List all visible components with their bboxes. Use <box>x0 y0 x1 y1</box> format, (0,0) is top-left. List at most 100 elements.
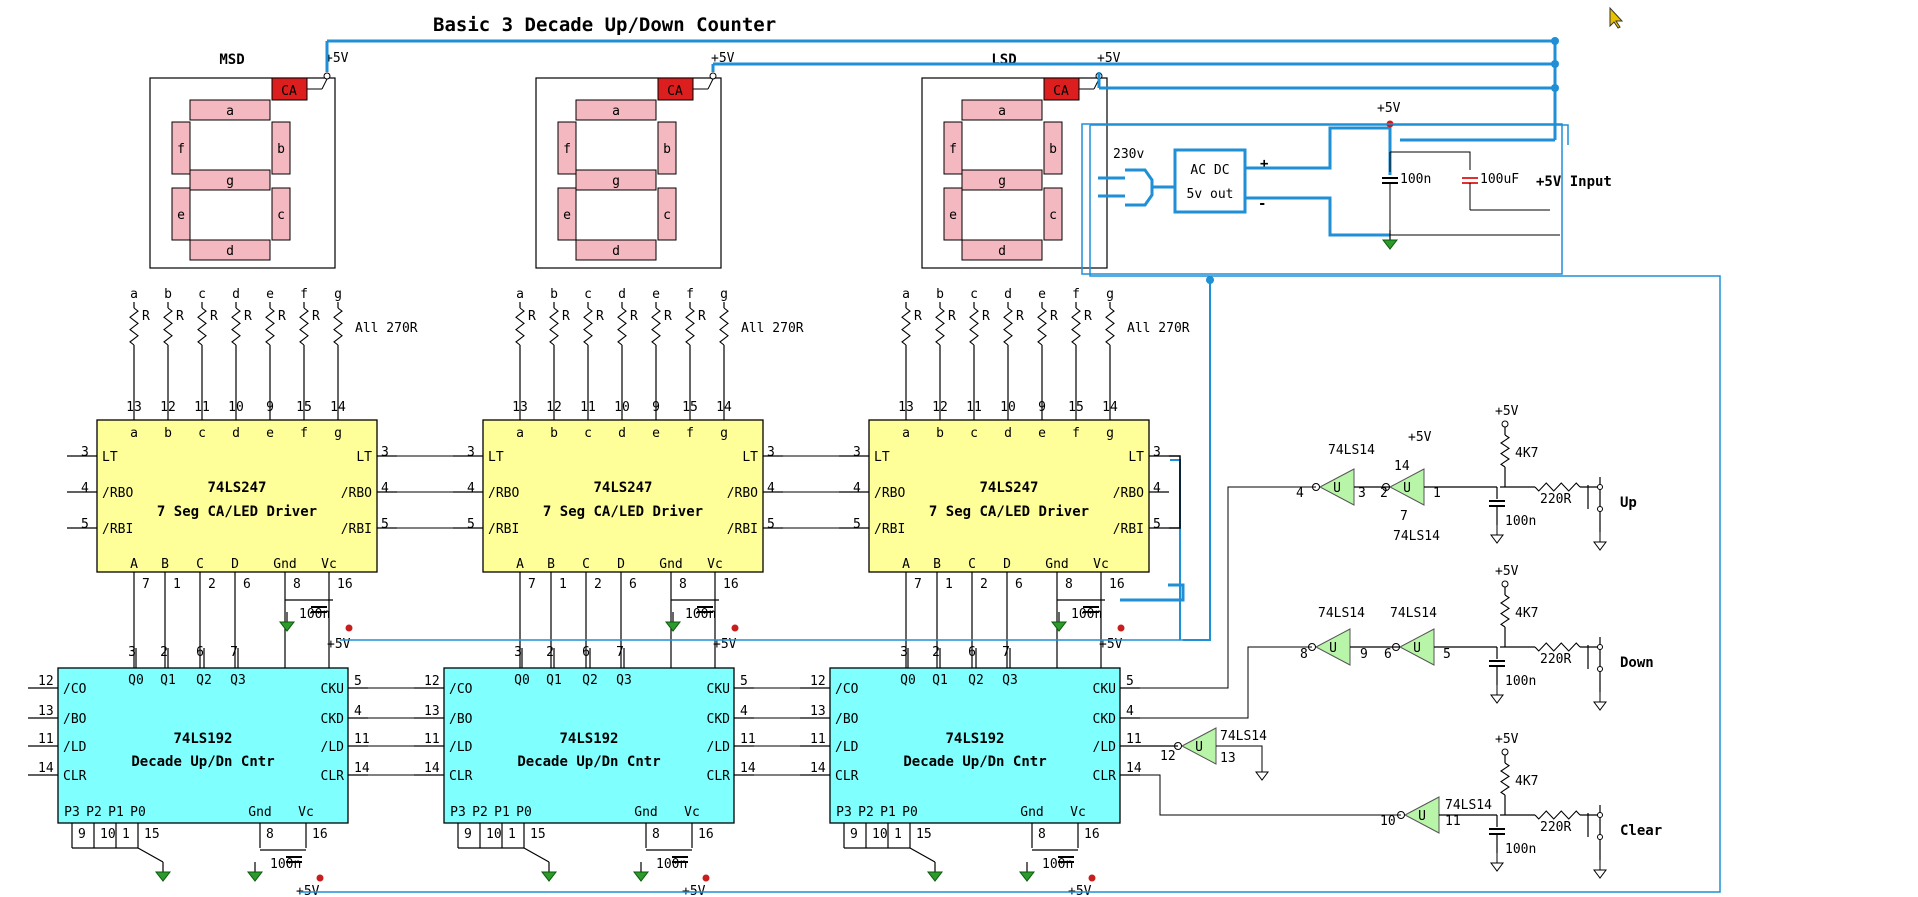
driver-left-pin: LT <box>488 450 504 465</box>
counter-right-pin: CKU <box>707 682 730 697</box>
driver-top-pin-num: 14 <box>716 400 732 415</box>
driver-left-pin: /RBO <box>102 486 133 501</box>
driver-top-pin: a <box>516 426 524 441</box>
segment-label: e <box>949 208 957 223</box>
driver-left-num: 5 <box>853 517 861 532</box>
driver-left-pin: /RBI <box>102 522 133 537</box>
driver-top-pin: b <box>550 426 558 441</box>
driver-top-pin: c <box>970 426 978 441</box>
inverter-glyph: U <box>1413 641 1421 656</box>
resistor-r-label: R <box>1084 309 1092 324</box>
counter-bottom-pin: P3 <box>836 805 852 820</box>
counter-top-num: 7 <box>230 645 238 660</box>
resistor-segment-label: c <box>970 287 978 302</box>
resistor-r-label: R <box>948 309 956 324</box>
driver-bottom-num: 16 <box>337 577 353 592</box>
driver-top-pin-num: 12 <box>160 400 176 415</box>
button-label: Clear <box>1620 823 1662 839</box>
segment-label: a <box>226 104 234 119</box>
inverter-part: 74LS14 <box>1393 529 1440 544</box>
driver-top-pin: g <box>334 426 342 441</box>
resistor-symbol <box>651 307 661 346</box>
counter-left-num: 14 <box>810 761 826 776</box>
driver-right-num: 5 <box>767 517 775 532</box>
resistor-segment-label: c <box>584 287 592 302</box>
driver-bottom-pin: B <box>547 557 555 572</box>
driver-bottom-pin: Vc <box>321 557 337 572</box>
resistor-symbol <box>1071 307 1081 346</box>
ground-icon <box>1255 771 1269 781</box>
driver-desc: 7 Seg CA/LED Driver <box>929 504 1089 520</box>
counter-bottom-pin: Vc <box>1070 805 1086 820</box>
resistor-r-label: R <box>312 309 320 324</box>
counter-bottom-num: 1 <box>122 827 130 842</box>
counter-desc: Decade Up/Dn Cntr <box>517 754 660 770</box>
resistor-value-note: All 270R <box>741 321 804 336</box>
driver-bottom-pin: B <box>161 557 169 572</box>
pin-num: 12 <box>1160 749 1176 764</box>
ground-icon <box>926 871 944 882</box>
supply-node <box>702 874 710 882</box>
inverter-glyph: U <box>1195 740 1203 755</box>
driver-left-num: 3 <box>853 445 861 460</box>
counter-top-num: 2 <box>546 645 554 660</box>
junction-dot <box>1551 84 1559 92</box>
counter-bottom-num: 16 <box>312 827 328 842</box>
driver-left-pin: /RBI <box>488 522 519 537</box>
counter-top-pin: Q0 <box>128 673 144 688</box>
resistor-segment-label: f <box>686 287 694 302</box>
segment <box>657 187 677 241</box>
segment <box>189 169 271 191</box>
pin-num: 10 <box>1380 814 1396 829</box>
driver-top-pin-num: 11 <box>966 400 982 415</box>
resistor-symbol <box>197 307 207 346</box>
inverter-part: 74LS14 <box>1445 798 1492 813</box>
counter-bottom-num: 8 <box>652 827 660 842</box>
series-label: 220R <box>1540 492 1571 507</box>
driver-bottom-num: 7 <box>142 577 150 592</box>
segment-label: e <box>177 208 185 223</box>
counter-left-num: 13 <box>810 704 826 719</box>
counter-top-num: 6 <box>582 645 590 660</box>
counter-bottom-pin: P1 <box>494 805 510 820</box>
driver-right-pin: /RBO <box>727 486 758 501</box>
driver-top-pin-num: 14 <box>1102 400 1118 415</box>
driver-bottom-pin: C <box>582 557 590 572</box>
segment-label: g <box>998 174 1006 189</box>
resistor-segment-label: a <box>516 287 524 302</box>
segment <box>271 187 291 241</box>
counter-left-pin: /CO <box>63 682 87 697</box>
driver-right-pin: /RBI <box>1113 522 1144 537</box>
counter-bottom-num: 10 <box>100 827 116 842</box>
driver-bottom-num: 16 <box>723 577 739 592</box>
segment <box>557 121 577 175</box>
counter-bottom-num: 16 <box>698 827 714 842</box>
ca-label: CA <box>1053 84 1069 99</box>
pin-num: 11 <box>1445 814 1461 829</box>
resistor-symbol <box>265 307 275 346</box>
resistor-r-label: R <box>142 309 150 324</box>
driver-top-pin-num: 13 <box>898 400 914 415</box>
driver-top-pin-num: 12 <box>932 400 948 415</box>
counter-left-pin: /BO <box>449 712 473 727</box>
junction-dot <box>1206 276 1214 284</box>
schmitt-inverter: U <box>1308 628 1351 666</box>
counter-bottom-pin: P2 <box>86 805 102 820</box>
driver-bottom-pin: C <box>968 557 976 572</box>
segment <box>557 187 577 241</box>
counter-bottom-num: 8 <box>266 827 274 842</box>
switch-contact <box>1597 644 1603 650</box>
driver-left-pin: /RBI <box>874 522 905 537</box>
driver-top-pin-num: 9 <box>266 400 274 415</box>
pullup-label: 4K7 <box>1515 774 1538 789</box>
wire <box>137 847 164 863</box>
counter-top-pin: Q3 <box>616 673 632 688</box>
driver-right-pin: /RBO <box>1113 486 1144 501</box>
driver-top-pin: e <box>1038 426 1046 441</box>
